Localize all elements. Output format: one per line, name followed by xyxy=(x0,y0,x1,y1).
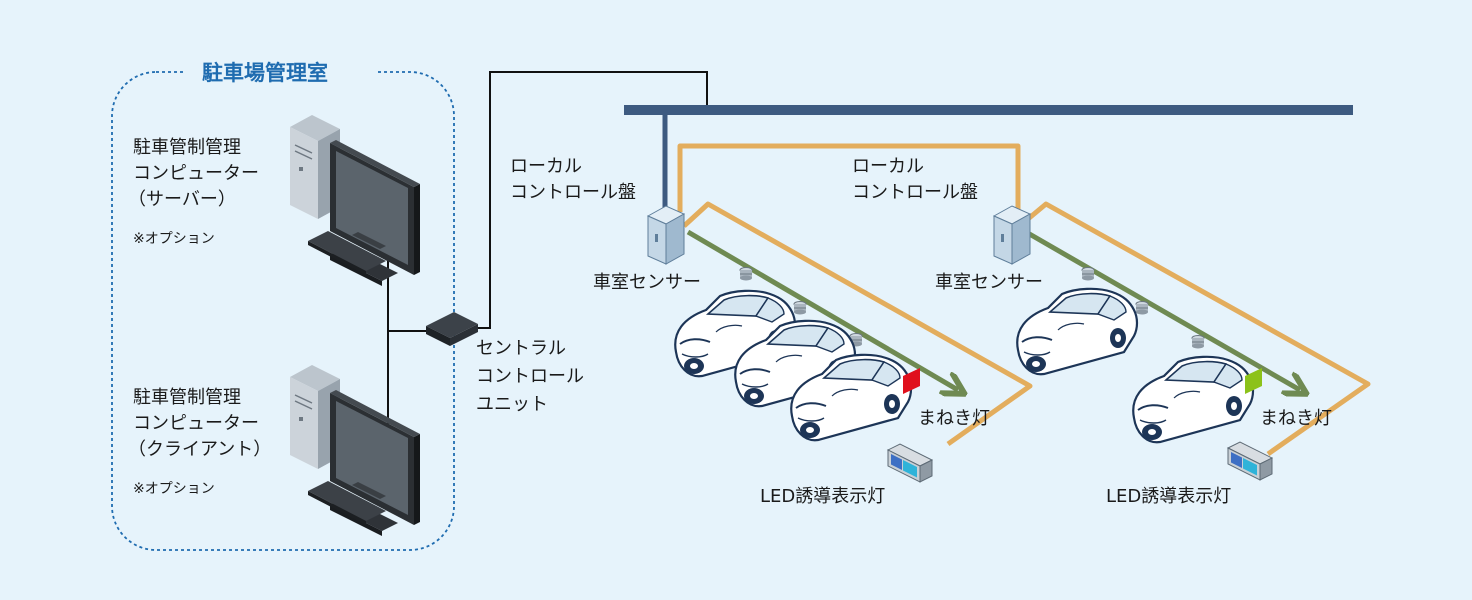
central-unit-label-line3: ユニット xyxy=(476,394,548,415)
sensor-icon xyxy=(1081,267,1095,281)
green-lines xyxy=(686,229,1300,390)
local-panel-1-label-line1: ローカル xyxy=(510,156,582,177)
sensor-icon xyxy=(739,267,753,281)
room-title-backing xyxy=(186,58,376,88)
car-icon xyxy=(1132,355,1255,444)
beckon-lamp-green-icon xyxy=(1245,368,1262,394)
local-panel-2-label-line1: ローカル xyxy=(852,156,924,177)
sensor-2-label: 車室センサー xyxy=(935,272,1043,293)
lamp-1-label: まねき灯 xyxy=(918,408,990,429)
client-label-line2: コンピューター xyxy=(133,413,259,434)
room-title: 駐車場管理室 xyxy=(202,61,328,85)
orange-lines xyxy=(677,143,1371,457)
led-sign-2-label: LED誘導表示灯 xyxy=(1106,486,1232,507)
server-option-note: ※オプション xyxy=(133,231,215,247)
sensor-icon xyxy=(793,301,807,315)
client-option-note: ※オプション xyxy=(133,481,215,497)
led-guidance-sign-2-icon xyxy=(1227,441,1273,481)
central-unit-label-line2: コントロール xyxy=(476,366,584,387)
server-computer-icon xyxy=(289,114,421,287)
server-label-line1: 駐車管制管理 xyxy=(133,137,241,158)
led-guidance-sign-1-icon xyxy=(887,443,933,483)
sensor-1-label: 車室センサー xyxy=(593,272,701,293)
local-control-panel-1-icon xyxy=(647,205,685,265)
local-panel-1-label-line2: コントロール盤 xyxy=(510,182,636,203)
server-label-line2: コンピューター xyxy=(133,163,259,184)
local-panel-2-label-line2: コントロール盤 xyxy=(852,182,978,203)
client-label-line1: 駐車管制管理 xyxy=(133,387,241,408)
network-lines xyxy=(387,71,708,432)
client-computer-icon xyxy=(289,364,421,537)
led-sign-1-label: LED誘導表示灯 xyxy=(760,486,886,507)
server-label-line3: （サーバー） xyxy=(128,189,236,210)
central-unit-label-line1: セントラル xyxy=(476,338,566,359)
sensor-icon xyxy=(1191,335,1205,349)
car-icon xyxy=(1016,287,1139,376)
client-label-line3: （クライアント） xyxy=(128,439,272,460)
local-control-panel-2-icon xyxy=(993,205,1031,265)
sensor-icon xyxy=(1135,301,1149,315)
central-control-unit-icon xyxy=(426,312,478,346)
beckon-lamp-red-icon xyxy=(903,368,920,394)
lamp-2-label: まねき灯 xyxy=(1260,408,1332,429)
